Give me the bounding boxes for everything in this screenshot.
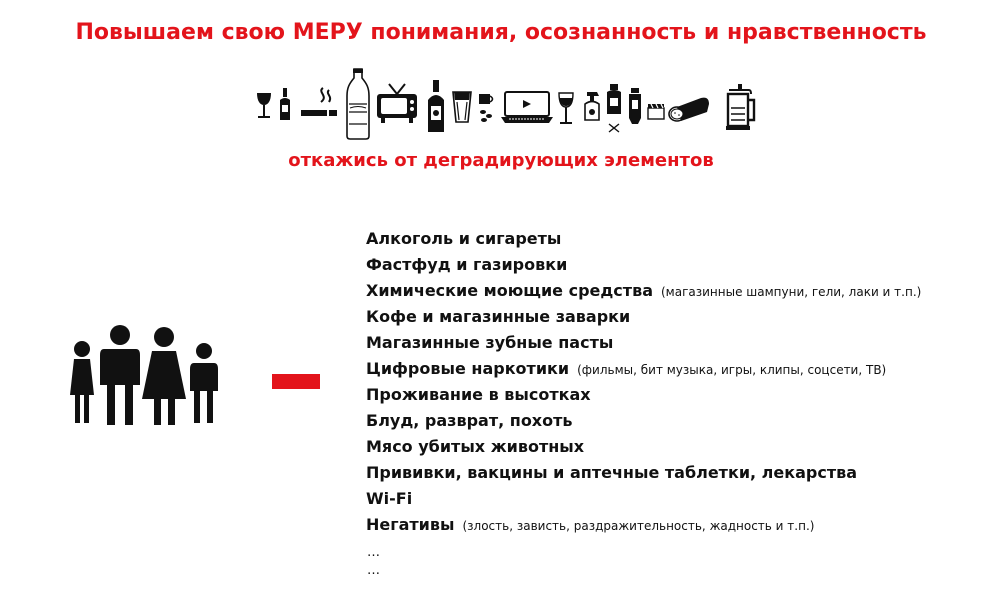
- shampoo-bottle-icon: [607, 84, 621, 133]
- page-subtitle: откажись от деградирующих элементов: [288, 150, 714, 171]
- degrading-elements-list: Алкоголь и сигареты Фастфуд и газировки …: [366, 226, 986, 538]
- laptop-icon: [501, 91, 553, 123]
- list-item: Wi-Fi: [366, 489, 413, 508]
- wine-glass-icon: [257, 93, 271, 118]
- list-ellipsis: … …: [367, 544, 380, 580]
- wine-glass-icon: [558, 92, 574, 124]
- icon-strip: [255, 68, 765, 140]
- list-item: Магазинные зубные пасты: [366, 333, 614, 352]
- soda-bottle-icon: [346, 68, 370, 140]
- list-item: Проживание в высотках: [366, 385, 591, 404]
- ellipsis: …: [367, 545, 380, 560]
- list-item: Фастфуд и газировки: [366, 255, 568, 274]
- beer-glass-icon: [452, 91, 472, 123]
- cigarette-icon: [301, 87, 337, 116]
- french-press-icon: [726, 84, 756, 130]
- ellipsis: …: [367, 563, 380, 578]
- sausage-icon: [668, 97, 709, 122]
- list-item: Химические моющие средства(магазинные ша…: [366, 281, 922, 300]
- list-item: Кофе и магазинные заварки: [366, 307, 631, 326]
- toothpaste-icon: [629, 88, 641, 124]
- list-item: Мясо убитых животных: [366, 437, 585, 456]
- coffee-cup-icon: [479, 94, 494, 122]
- family-icon: [70, 325, 218, 425]
- page-title: Повышаем свою МЕРУ понимания, осознаннос…: [75, 20, 927, 45]
- beer-bottle-icon: [428, 80, 444, 132]
- tv-icon: [377, 83, 417, 123]
- list-item: Негативы(злость, зависть, раздражительно…: [366, 515, 815, 534]
- clapperboard-icon: [647, 103, 665, 120]
- list-item: Блуд, разврат, похоть: [366, 411, 573, 430]
- list-item: Прививки, вакцины и аптечные таблетки, л…: [366, 463, 858, 482]
- spray-bottle-icon: [584, 92, 600, 121]
- minus-sign: [272, 374, 320, 389]
- bottle-icon: [280, 88, 290, 120]
- list-item: Алкоголь и сигареты: [366, 229, 562, 248]
- list-item: Цифровые наркотики(фильмы, бит музыка, и…: [366, 359, 887, 378]
